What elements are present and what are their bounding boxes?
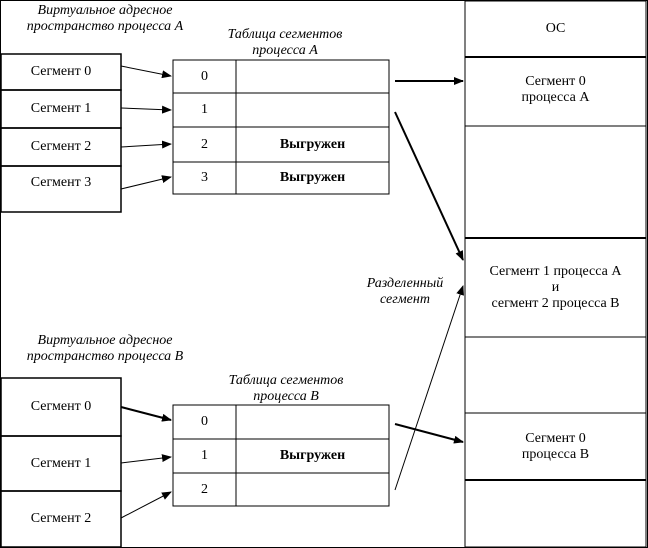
table-a-value-1 xyxy=(236,93,389,127)
table-a-index-3: 3 xyxy=(201,170,208,185)
vas-b-box-2 xyxy=(0,490,122,548)
table-a-caption-line-2: процесса А xyxy=(252,43,318,58)
table-a-value-0 xyxy=(236,60,389,93)
vas-b-segment-1: Сегмент 1 xyxy=(30,455,92,471)
table-b-index-1: 1 xyxy=(201,448,208,463)
table-b-frame xyxy=(172,404,390,507)
table-a-value-3: Выгружен xyxy=(279,170,346,185)
table-a-index-1: 1 xyxy=(201,102,208,117)
vas-a-segment-0: Сегмент 0 xyxy=(30,64,92,79)
vas-a-segment-1: Сегмент 1 xyxy=(30,101,92,116)
vas-a-segment-2: Сегмент 2 xyxy=(30,139,92,154)
memory-shared-line-1: Сегмент 1 процесса А xyxy=(489,264,622,279)
arrows-table-a-to-memory xyxy=(394,77,464,261)
shared-segment-label: Разделенный сегмент xyxy=(352,276,458,308)
memory-os-label: ОС xyxy=(545,21,566,36)
table-a-index-2: 2 xyxy=(201,136,208,152)
vas-a-caption-line-2: пространство процесса А xyxy=(26,19,184,34)
vas-b-caption-line-1: Виртуальное адресное xyxy=(37,333,173,348)
table-b-caption: Таблица сегментов процесса В xyxy=(196,373,376,405)
vas-b-segment-2: Сегмент 2 xyxy=(30,511,92,526)
table-a-caption-line-1: Таблица сегментов xyxy=(227,27,343,42)
table-a-caption: Таблица сегментов процесса А xyxy=(195,27,375,59)
arrows-a-to-table xyxy=(120,65,172,190)
memory-shared: Сегмент 1 процесса А и сегмент 2 процесс… xyxy=(465,250,646,326)
table-b-caption-line-2: процесса В xyxy=(253,389,319,404)
table-b-index-2: 2 xyxy=(201,481,208,497)
shared-label-line-2: сегмент xyxy=(380,292,430,307)
vas-b-caption-line-2: пространство процесса В xyxy=(26,349,184,364)
table-b-value-0 xyxy=(236,405,389,439)
table-a-value-2: Выгружен xyxy=(279,136,346,152)
arrows-table-b-to-memory xyxy=(394,285,464,491)
memory-os: ОС xyxy=(465,1,646,57)
vas-a-caption: Виртуальное адресное пространство процес… xyxy=(0,3,210,35)
memory-column xyxy=(464,0,647,548)
table-a-frame xyxy=(172,59,390,195)
vas-b-caption: Виртуальное адресное пространство процес… xyxy=(0,333,210,365)
vas-a-segment-3: Сегмент 3 xyxy=(30,175,92,190)
table-b-index-0: 0 xyxy=(201,414,208,429)
arrows-b-to-table xyxy=(120,406,172,519)
memory-seg0-b-line-1: Сегмент 0 xyxy=(525,430,586,446)
table-b-caption-line-1: Таблица сегментов xyxy=(228,373,344,388)
table-a-index-0: 0 xyxy=(201,68,208,84)
table-b-value-2 xyxy=(236,473,389,506)
memory-seg0-a: Сегмент 0 процесса А xyxy=(465,60,646,120)
shared-label-line-1: Разделенный xyxy=(366,276,444,291)
memory-shared-line-2: и xyxy=(551,280,560,295)
vas-b-segment-0: Сегмент 0 xyxy=(30,399,92,414)
vas-a-caption-line-1: Виртуальное адресное xyxy=(37,3,173,18)
memory-seg0-b-line-2: процесса В xyxy=(521,446,590,462)
memory-shared-line-3: сегмент 2 процесса В xyxy=(491,296,620,311)
memory-seg0-a-line-1: Сегмент 0 xyxy=(525,74,586,89)
memory-seg0-b: Сегмент 0 процесса В xyxy=(465,413,646,480)
memory-seg0-a-line-2: процесса А xyxy=(521,90,590,105)
table-b-value-1: Выгружен xyxy=(279,448,346,463)
